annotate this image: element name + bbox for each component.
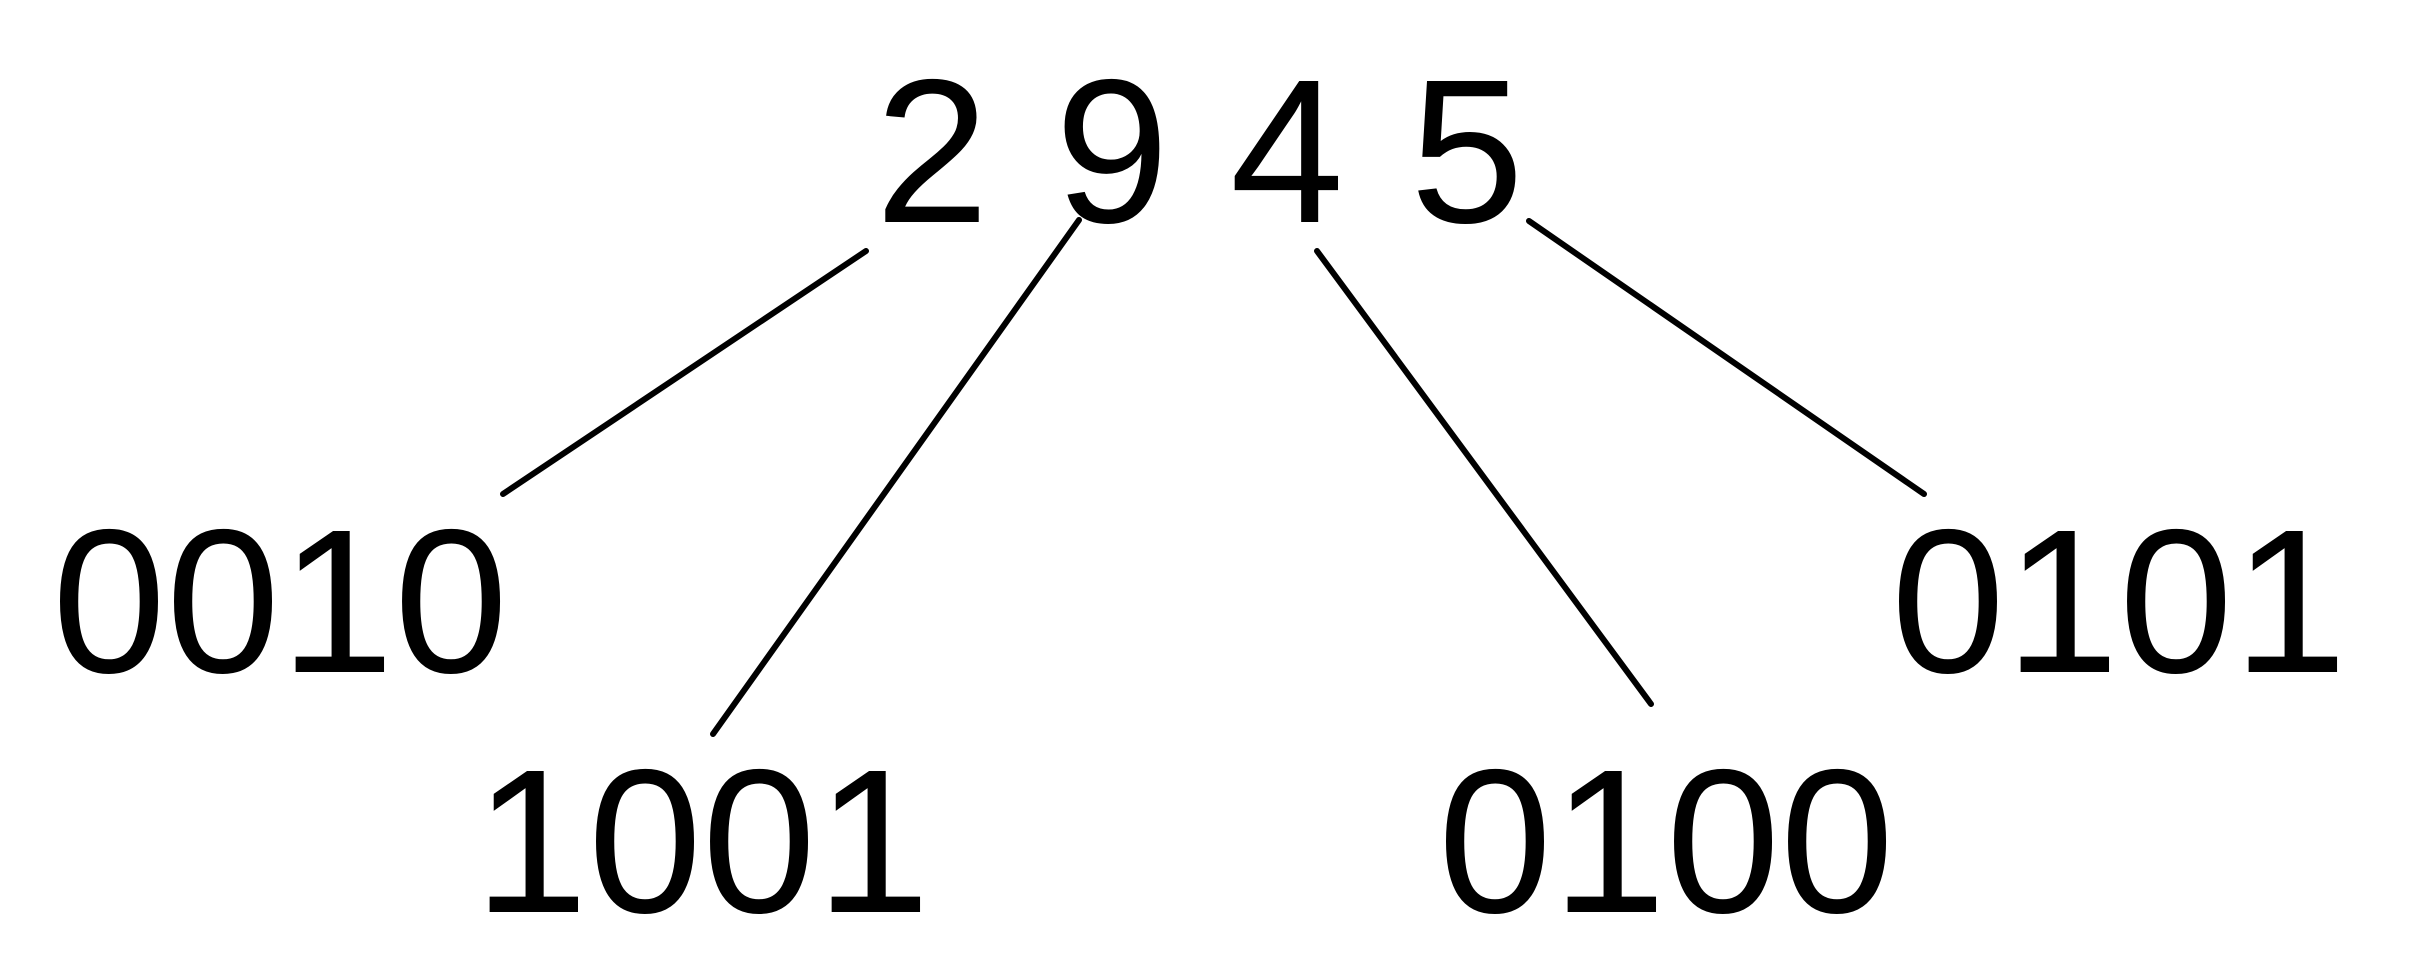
binary-codes: 0010 1001 0100 0101: [52, 487, 2347, 956]
binary-code-4: 0101: [1891, 487, 2347, 716]
binary-code-1: 0010: [52, 487, 508, 716]
connector-digit-4: [1526, 218, 1927, 497]
binary-code-2: 1001: [474, 727, 930, 956]
binary-code-3: 0100: [1438, 727, 1894, 956]
decimal-digit-4: 5: [1410, 37, 1524, 266]
decimal-digit-3: 4: [1230, 37, 1344, 266]
connector-digit-2: [710, 217, 1082, 737]
connectors: [500, 217, 1927, 737]
decimal-digit-1: 2: [875, 37, 989, 266]
connector-digit-1: [500, 248, 869, 497]
decimal-number: 2 9 4 5: [875, 37, 1524, 266]
connector-digit-3: [1314, 248, 1654, 707]
